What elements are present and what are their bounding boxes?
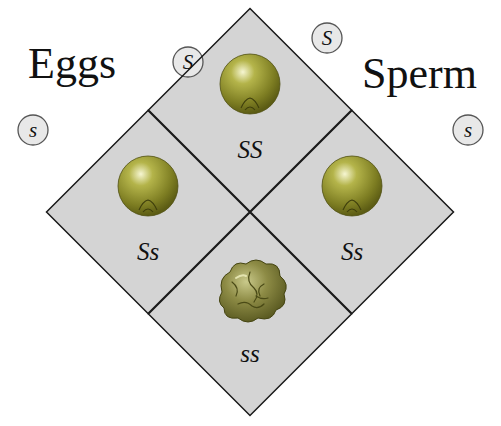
round-pea <box>220 54 280 114</box>
punnett-cell: Ss <box>46 110 250 314</box>
cell-outline <box>148 212 352 416</box>
label-box: Eggs <box>28 40 116 88</box>
punnett-cell: SS <box>148 8 352 212</box>
gamete-heading: Eggs <box>28 40 116 88</box>
round-pea <box>322 156 382 216</box>
label-box: Sperm <box>362 50 477 98</box>
allele-letter: s <box>464 118 472 142</box>
allele-letter: S <box>322 26 333 50</box>
cell-fill <box>148 212 352 416</box>
wrinkled-pea <box>219 260 286 322</box>
genotype-label: Ss <box>341 238 363 267</box>
round-pea <box>118 156 178 216</box>
allele-circle: s <box>452 114 484 146</box>
allele-letter: s <box>29 118 37 142</box>
cell-outline <box>46 110 250 314</box>
allele-circle: S <box>172 46 204 78</box>
allele-circle: S <box>311 22 343 54</box>
allele-circle: s <box>17 114 49 146</box>
genotype-label: SS <box>238 136 263 165</box>
allele-letter: S <box>183 50 194 74</box>
genotype-label: Ss <box>137 238 159 267</box>
punnett-cell: Ss <box>250 110 454 314</box>
genotype-label: ss <box>240 340 259 369</box>
punnett-cell: ss <box>148 212 352 416</box>
gamete-heading: Sperm <box>362 50 477 98</box>
cell-outline <box>250 110 454 314</box>
cell-outline <box>148 8 352 212</box>
